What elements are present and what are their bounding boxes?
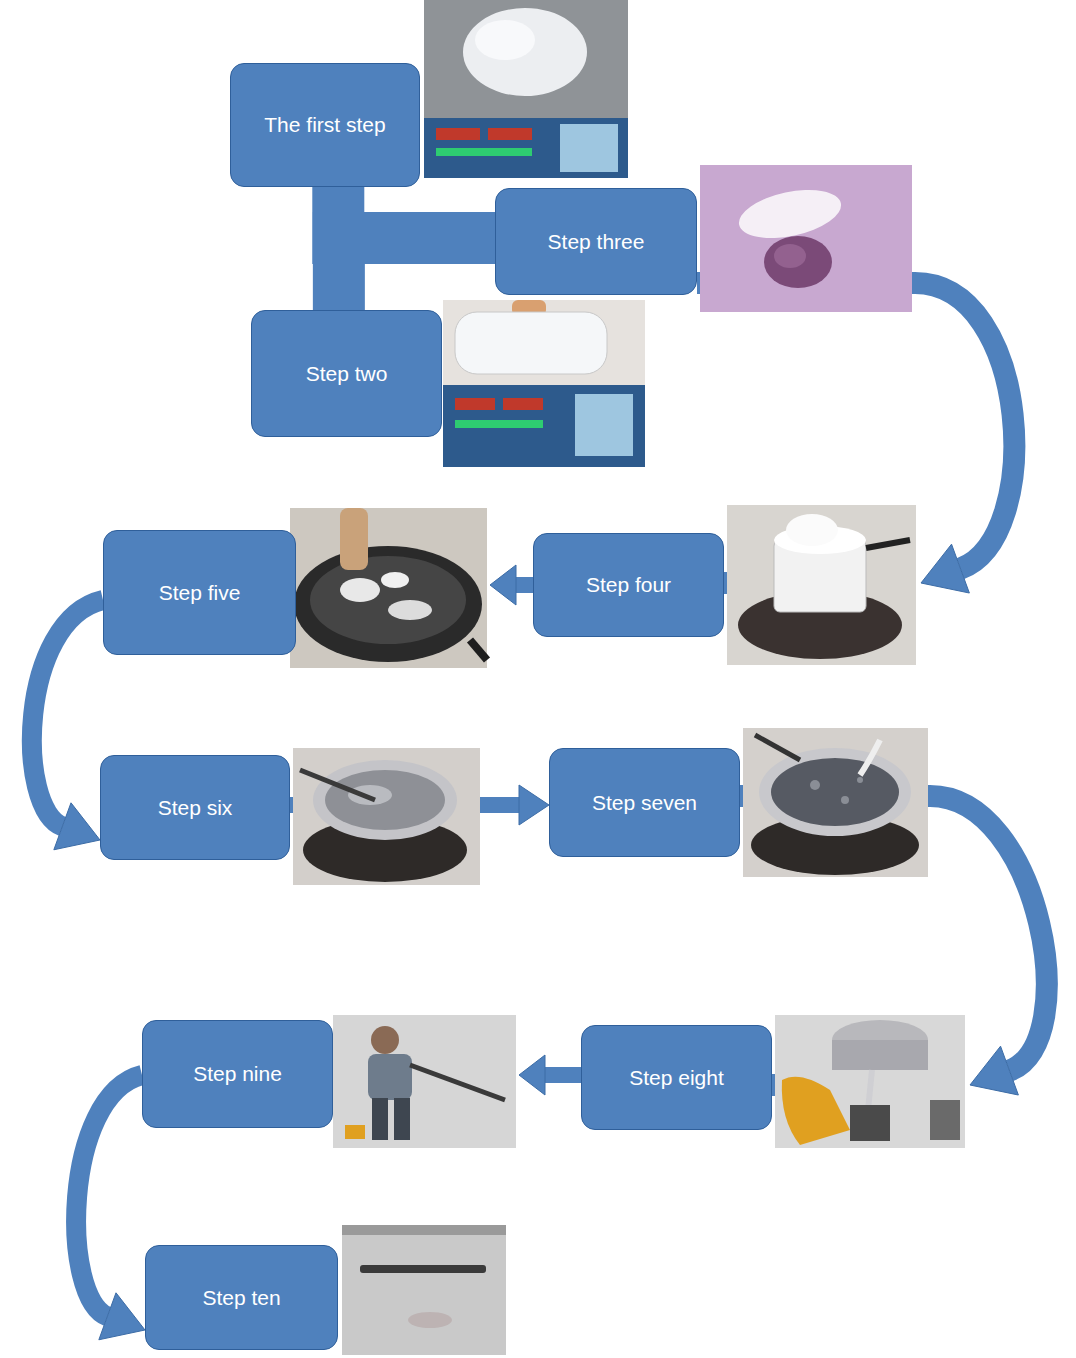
- arrow-head: [921, 544, 969, 593]
- arrow-head: [490, 565, 516, 605]
- step-label: Step ten: [202, 1286, 280, 1310]
- step-label: Step two: [306, 362, 388, 386]
- arrow-head: [99, 1293, 145, 1340]
- worker-photo: [333, 1015, 516, 1148]
- arrow-head: [54, 803, 100, 850]
- process-box: Step nine: [142, 1020, 333, 1128]
- arrow-shaft: [339, 238, 495, 310]
- step-label: Step three: [548, 230, 645, 254]
- step-label: Step seven: [592, 791, 697, 815]
- materials-photo: [700, 165, 912, 312]
- process-box: Step ten: [145, 1245, 338, 1350]
- arrow-shaft: [76, 1075, 142, 1316]
- flow-arrow: [339, 238, 495, 310]
- step-label: Step eight: [629, 1066, 724, 1090]
- flow-arrow: [76, 1075, 145, 1340]
- scale-photo: [443, 300, 645, 467]
- arrow-head: [970, 1046, 1018, 1095]
- pan-photo: [290, 508, 487, 668]
- process-box: Step four: [533, 533, 724, 637]
- step-label: Step four: [586, 573, 671, 597]
- process-box: Step six: [100, 755, 290, 860]
- step-label: Step six: [158, 796, 233, 820]
- process-box: Step two: [251, 310, 442, 437]
- stove-photo: [743, 728, 928, 877]
- stove-photo: [727, 505, 916, 665]
- stove-photo: [293, 748, 480, 885]
- process-box: Step five: [103, 530, 296, 655]
- arrow-shaft: [32, 600, 103, 826]
- arrow-head: [519, 1055, 545, 1095]
- process-box: The first step: [230, 63, 420, 187]
- step-label: Step five: [159, 581, 241, 605]
- scale-photo: [424, 0, 628, 178]
- flow-arrow: [32, 600, 103, 850]
- rod-photo: [342, 1225, 506, 1355]
- process-box: Step three: [495, 188, 697, 295]
- pouring-photo: [775, 1015, 965, 1148]
- step-label: Step nine: [193, 1062, 282, 1086]
- process-box: Step eight: [581, 1025, 772, 1130]
- step-label: The first step: [264, 113, 385, 137]
- process-box: Step seven: [549, 748, 740, 857]
- arrow-head: [519, 785, 549, 825]
